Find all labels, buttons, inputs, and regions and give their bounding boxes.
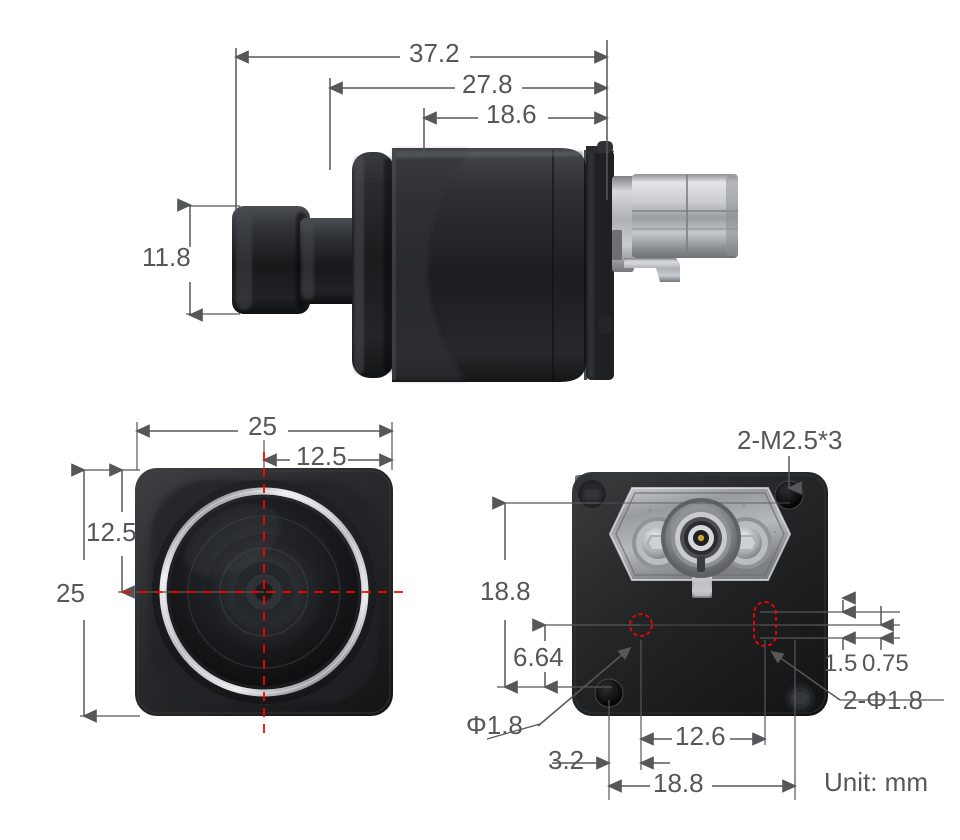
red-slot-hole <box>753 601 777 647</box>
callout-2-m25: 2-M2.5*3 <box>737 425 843 455</box>
label-27-8: 27.8 <box>462 69 513 99</box>
side-main-housing <box>392 148 587 382</box>
label-front-12-5-h: 12.5 <box>296 441 347 471</box>
unit-note: Unit: mm <box>824 767 928 797</box>
callout-2-phi-1-8: 2-Φ1.8 <box>843 685 924 715</box>
label-rear-6-64: 6.64 <box>513 642 564 672</box>
side-lens-flange <box>352 152 394 378</box>
leader-phi18 <box>486 646 632 740</box>
label-rear-18-8-v: 18.8 <box>480 576 531 606</box>
label-front-12-5-v: 12.5 <box>86 517 137 547</box>
label-rear-18-8-h: 18.8 <box>653 768 704 798</box>
label-37-2: 37.2 <box>409 38 460 68</box>
label-rear-0-75: 0.75 <box>862 650 909 677</box>
red-circle-hole <box>629 613 653 637</box>
label-rear-1-5: 1.5 <box>824 650 858 677</box>
label-rear-3-2: 3.2 <box>548 745 585 775</box>
label-18-6: 18.6 <box>486 99 537 129</box>
dim-11-8 <box>177 198 240 322</box>
center-connector <box>661 498 741 578</box>
thru-hole-bottom-left <box>595 679 623 707</box>
rear-view-artwork <box>572 472 828 716</box>
label-11-8: 11.8 <box>142 242 191 272</box>
center-lines <box>122 452 406 734</box>
red-feature-outlines <box>629 601 777 647</box>
side-connector <box>612 174 738 282</box>
leader-2-phi18 <box>770 650 944 701</box>
side-view-artwork <box>232 141 738 382</box>
callout-phi-1-8: Φ1.8 <box>466 710 523 740</box>
label-front-25-v: 25 <box>56 578 85 608</box>
label-front-25-h: 25 <box>248 411 277 441</box>
torx-screw-top-left <box>581 483 603 505</box>
label-rear-12-6: 12.6 <box>675 721 726 751</box>
side-lens-barrel <box>232 206 364 314</box>
